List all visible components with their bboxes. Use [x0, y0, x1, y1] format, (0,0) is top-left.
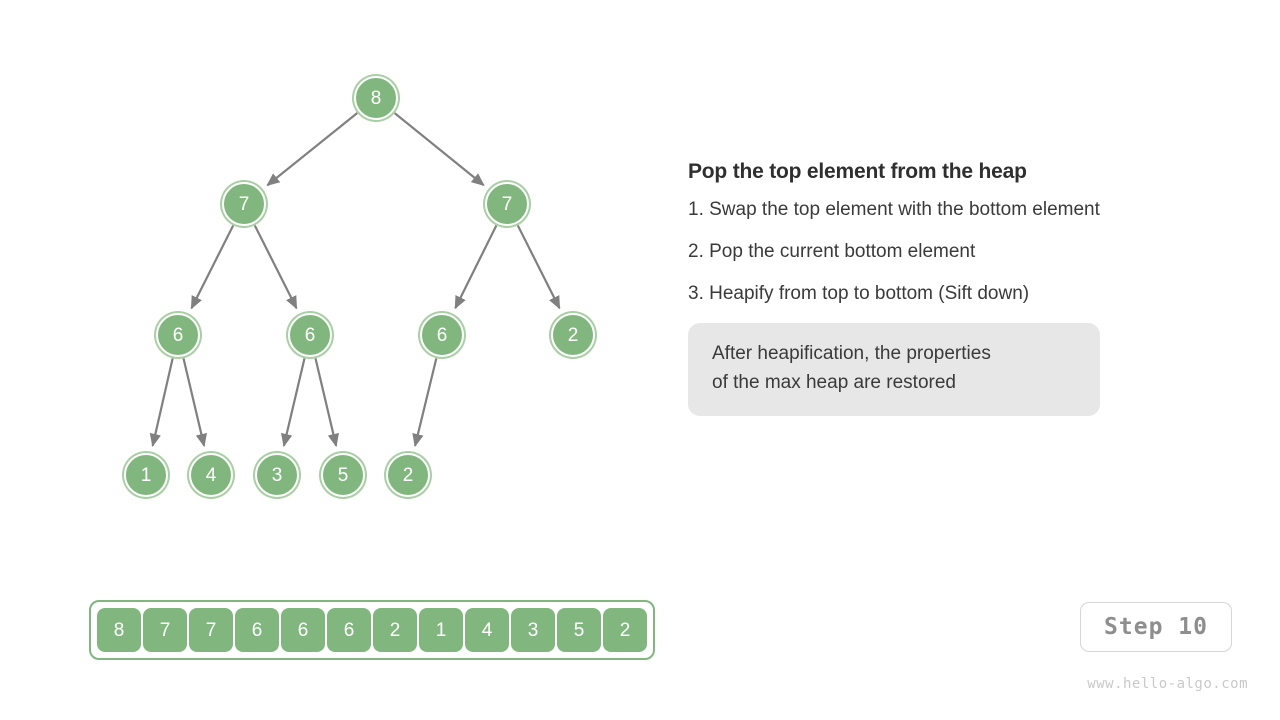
step-badge[interactable]: Step 10 — [1080, 602, 1232, 652]
note-line-1: After heapification, the properties — [712, 343, 991, 365]
array-cell-label: 7 — [205, 619, 217, 641]
array-cell[interactable]: 5 — [557, 608, 601, 652]
tree-node[interactable]: 3 — [255, 453, 299, 497]
tree-node-label: 2 — [567, 324, 579, 346]
note-line-2: of the max heap are restored — [712, 371, 956, 393]
info-step-2: 2. Pop the current bottom element — [688, 240, 976, 262]
array-cell[interactable]: 4 — [465, 608, 509, 652]
array-cell-label: 6 — [297, 619, 309, 641]
array-cell[interactable]: 2 — [603, 608, 647, 652]
footer-url: www.hello-algo.com — [1087, 676, 1248, 692]
tree-node-label: 1 — [140, 464, 152, 486]
array-cell[interactable]: 2 — [373, 608, 417, 652]
tree-node[interactable]: 6 — [420, 313, 464, 357]
tree-edges-svg — [149, 112, 561, 448]
tree-node[interactable]: 2 — [386, 453, 430, 497]
tree-edge — [281, 358, 306, 448]
binary-tree-diagram: 8 7 7 6 6 6 2 1 4 3 5 2 — [0, 0, 680, 560]
tree-node-label: 6 — [304, 324, 316, 346]
tree-node-label: 8 — [370, 87, 382, 109]
tree-edge — [149, 358, 174, 448]
array-cell-label: 1 — [435, 619, 447, 641]
note-box: After heapification, the properties of t… — [688, 323, 1100, 417]
array-cell-label: 6 — [343, 619, 355, 641]
tree-node[interactable]: 5 — [321, 453, 365, 497]
heap-array: 8 7 7 6 6 6 2 1 4 3 5 2 — [89, 600, 655, 660]
array-cell[interactable]: 3 — [511, 608, 555, 652]
tree-node-label: 6 — [436, 324, 448, 346]
tree-edge — [412, 358, 438, 448]
tree-node[interactable]: 7 — [485, 182, 529, 226]
tree-node[interactable]: 6 — [156, 313, 200, 357]
tree-edge — [393, 112, 485, 186]
tree-node-label: 6 — [172, 324, 184, 346]
array-cell-label: 6 — [251, 619, 263, 641]
array-cell-label: 4 — [481, 619, 493, 641]
page-title: Pop the top element from the heap — [688, 160, 1027, 183]
tree-edge — [190, 224, 235, 310]
tree-node[interactable]: 7 — [222, 182, 266, 226]
array-cell[interactable]: 6 — [327, 608, 371, 652]
array-cell[interactable]: 6 — [281, 608, 325, 652]
tree-node-label: 4 — [205, 464, 217, 486]
tree-edge — [516, 224, 561, 310]
tree-edge — [314, 358, 339, 448]
info-step-1: 1. Swap the top element with the bottom … — [688, 199, 1100, 220]
tree-node[interactable]: 4 — [189, 453, 233, 497]
array-cell[interactable]: 1 — [419, 608, 463, 652]
info-step-3: 3. Heapify from top to bottom (Sift down… — [688, 282, 1030, 304]
tree-edge-group — [149, 112, 561, 448]
tree-node-label: 3 — [271, 464, 283, 486]
tree-node-label: 2 — [402, 464, 414, 486]
array-cell[interactable]: 8 — [97, 608, 141, 652]
tree-node-label: 7 — [238, 193, 250, 215]
tree-node-label: 5 — [337, 464, 349, 486]
array-cell-label: 7 — [159, 619, 171, 641]
array-cell-label: 8 — [113, 619, 125, 641]
array-cell-label: 2 — [619, 619, 631, 641]
tree-node[interactable]: 2 — [551, 313, 595, 357]
tree-edge — [182, 358, 207, 448]
info-panel: Pop the top element from the heap 1. Swa… — [688, 160, 1248, 417]
array-cell[interactable]: 6 — [235, 608, 279, 652]
array-cell[interactable]: 7 — [143, 608, 187, 652]
array-cell-label: 3 — [527, 619, 539, 641]
step-badge-label: Step 10 — [1104, 614, 1208, 640]
tree-edge — [266, 112, 358, 187]
tree-node[interactable]: 8 — [354, 76, 398, 120]
array-cell-label: 5 — [573, 619, 585, 641]
array-cell-label: 2 — [389, 619, 401, 641]
tree-node-label: 7 — [501, 193, 513, 215]
tree-edge — [454, 225, 498, 310]
array-cell[interactable]: 7 — [189, 608, 233, 652]
tree-node[interactable]: 1 — [124, 453, 168, 497]
tree-edge — [253, 224, 298, 310]
tree-node[interactable]: 6 — [288, 313, 332, 357]
